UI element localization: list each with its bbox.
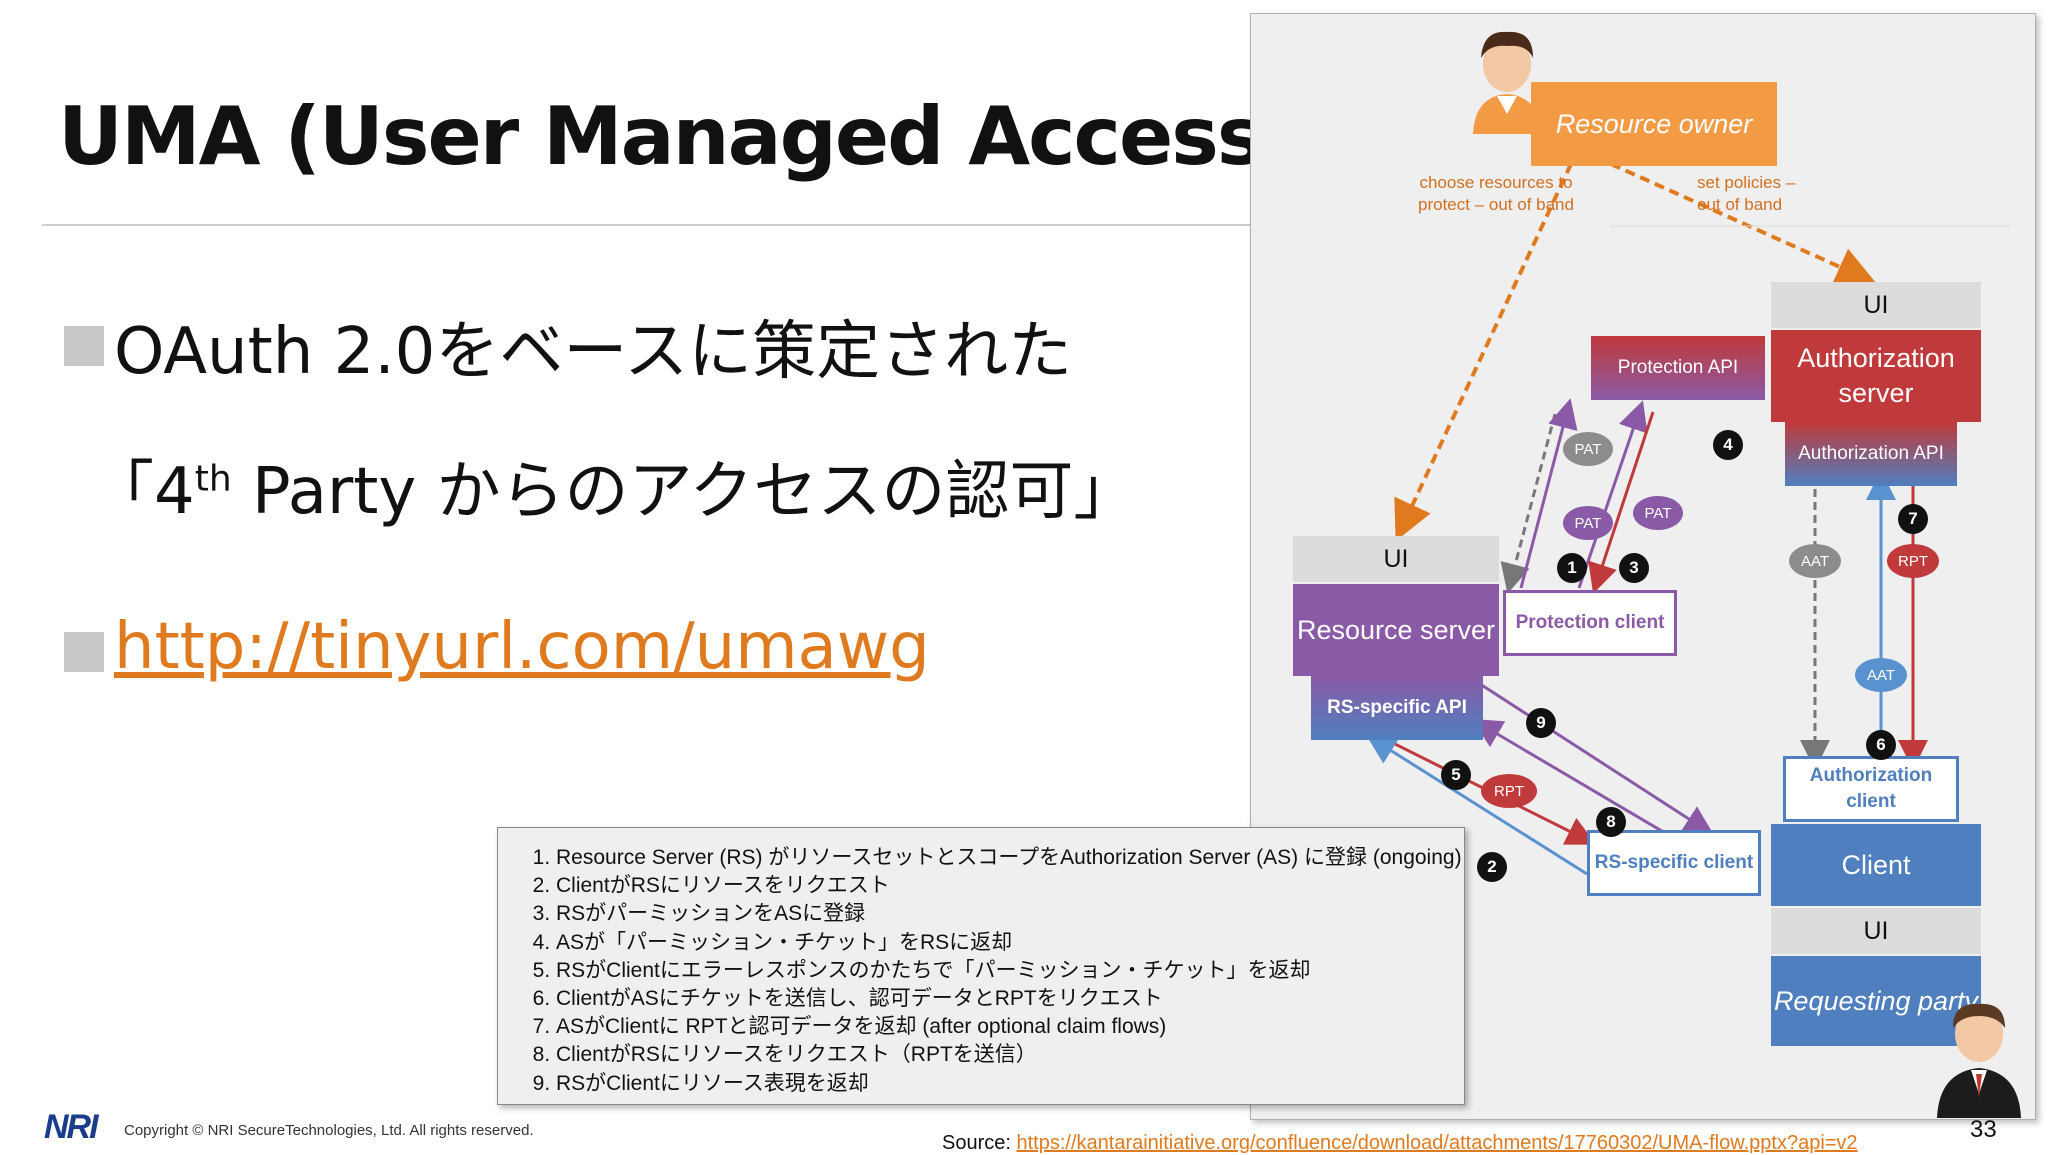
- aat-token-badge: AAT: [1789, 544, 1841, 578]
- title-divider: [42, 224, 1252, 226]
- step-number-badge: 4: [1713, 430, 1743, 460]
- step-number-badge: 6: [1866, 730, 1896, 760]
- authorization-api-box: Authorization API: [1785, 422, 1957, 486]
- step-number-badge: 1: [1557, 553, 1587, 583]
- flow-steps-panel: Resource Server (RS) がリソースセットとスコープをAutho…: [497, 827, 1465, 1105]
- step-9-arrow: [1476, 680, 1715, 836]
- rs-specific-client-box: RS-specific client: [1587, 830, 1761, 896]
- step-number-badge: 9: [1526, 708, 1556, 738]
- requesting-party-box: Requesting party: [1771, 956, 1981, 1046]
- client-box: Client: [1771, 824, 1981, 906]
- step-number-badge: 5: [1441, 760, 1471, 790]
- resource-server-box: Resource server: [1293, 584, 1499, 676]
- step-3-arrow: [1577, 400, 1648, 589]
- list-item: RSがClientにエラーレスポンスのかたちで「パーミッション・チケット」を返却: [556, 957, 1464, 985]
- step-2-arrow: [1365, 734, 1588, 876]
- slide-title: UMA (User Managed Access): [58, 90, 1299, 183]
- source-link[interactable]: https://kantarainitiative.org/confluence…: [1016, 1132, 1858, 1154]
- requesting-party-avatar-icon: [1937, 1003, 2021, 1118]
- list-item: ClientがRSにリソースをリクエスト: [556, 872, 1464, 900]
- page-number: 33: [1970, 1116, 1997, 1143]
- step-number-badge: 2: [1477, 852, 1507, 882]
- bullet-1-line-1: OAuth 2.0をベースに策定された: [114, 315, 1073, 389]
- pat-token-badge: PAT: [1633, 496, 1683, 530]
- diagram-arrows: [1365, 162, 2011, 876]
- set-policies-label: set policies –out of band: [1697, 173, 1796, 214]
- pat-token-badge: PAT: [1563, 432, 1613, 466]
- bullet-square-icon: [64, 326, 104, 366]
- list-item: RSがClientにリソース表現を返却: [556, 1070, 1464, 1098]
- list-item: RSがパーミッションをASに登録: [556, 900, 1464, 928]
- step-8-arrow: [1471, 718, 1678, 842]
- list-item: ClientがRSにリソースをリクエスト（RPTを送信）: [556, 1041, 1464, 1069]
- source-label: Source:: [942, 1132, 1017, 1154]
- rs-specific-api-box: RS-specific API: [1311, 676, 1483, 740]
- protection-client-box: Protection client: [1503, 590, 1677, 656]
- step-4-arrow: [1588, 411, 1655, 594]
- as-ui-box: UI: [1771, 282, 1981, 328]
- bullet-1-line-2: 「4th Party からのアクセスの認可」: [90, 455, 1138, 529]
- choose-resources-arrow: [1394, 163, 1573, 542]
- pat-token-badge: PAT: [1563, 506, 1613, 540]
- umawg-link[interactable]: http://tinyurl.com/umawg: [114, 610, 930, 684]
- resource-owner-box: Resource owner: [1531, 82, 1777, 166]
- authorization-server-box: Authorization server: [1771, 330, 1981, 422]
- step-1b-arrow: [1519, 398, 1578, 589]
- copyright-text: Copyright © NRI SecureTechnologies, Ltd.…: [124, 1122, 534, 1139]
- rp-ui-box: UI: [1771, 908, 1981, 954]
- list-item: ClientがASにチケットを送信し、認可データとRPTをリクエスト: [556, 985, 1464, 1013]
- resource-owner-avatar-icon: [1473, 31, 1541, 134]
- rpt-token-badge: RPT: [1481, 774, 1537, 808]
- step-number-badge: 8: [1596, 807, 1626, 837]
- rpt-token-badge: RPT: [1887, 544, 1939, 578]
- bullet-square-icon: [64, 632, 104, 672]
- aat-token-badge: AAT: [1855, 658, 1907, 692]
- step-number-badge: 3: [1619, 553, 1649, 583]
- step-number-badge: 7: [1898, 504, 1928, 534]
- step-1-arrow: [1500, 413, 1557, 594]
- source-line: Source: https://kantarainitiative.org/co…: [942, 1132, 1858, 1155]
- rs-ui-box: UI: [1293, 536, 1499, 582]
- list-item: Resource Server (RS) がリソースセットとスコープをAutho…: [556, 844, 1464, 872]
- nri-logo: NRI: [44, 1108, 99, 1146]
- protection-api-box: Protection API: [1591, 336, 1765, 400]
- authorization-client-box: Authorization client: [1783, 756, 1959, 822]
- flow-steps-list: Resource Server (RS) がリソースセットとスコープをAutho…: [516, 844, 1464, 1098]
- list-item: ASが「パーミッション・チケット」をRSに返却: [556, 929, 1464, 957]
- list-item: ASがClientに RPTと認可データを返却 (after optional …: [556, 1013, 1464, 1041]
